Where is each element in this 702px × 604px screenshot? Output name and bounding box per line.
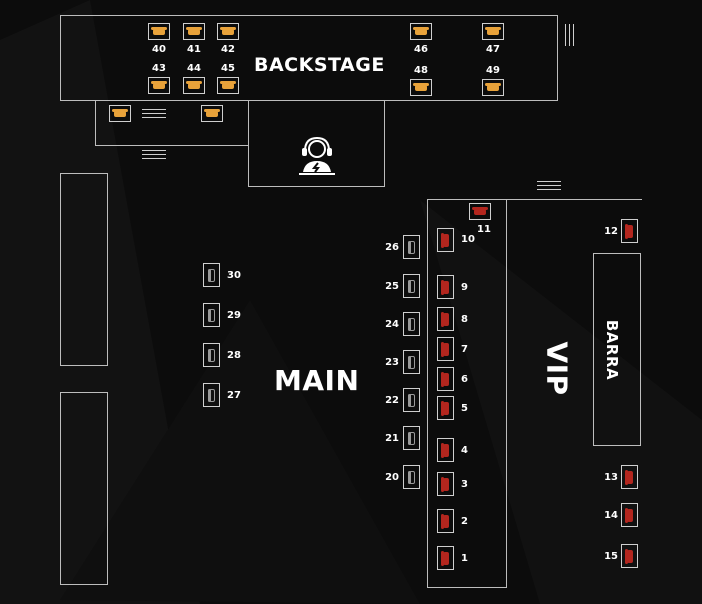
table-21-label: 21 <box>385 433 399 444</box>
table-21[interactable] <box>403 426 420 450</box>
table-27-label: 27 <box>227 390 241 401</box>
table-44[interactable] <box>183 77 205 94</box>
table-45-label: 45 <box>221 63 235 74</box>
table-15[interactable] <box>621 544 638 568</box>
backstage-area <box>60 15 558 101</box>
zone-label-main: MAIN <box>274 364 360 397</box>
table-28-label: 28 <box>227 350 241 361</box>
table-9-label: 9 <box>461 282 468 293</box>
stairs-marker-2 <box>142 150 166 162</box>
table-28[interactable] <box>203 343 220 367</box>
table-49-label: 49 <box>486 65 500 76</box>
annex-seat-left[interactable] <box>109 105 131 122</box>
table-26-label: 26 <box>385 242 399 253</box>
table-20-label: 20 <box>385 472 399 483</box>
table-6[interactable] <box>437 367 454 391</box>
stairs-marker-1 <box>142 109 166 121</box>
table-26[interactable] <box>403 235 420 259</box>
table-24-label: 24 <box>385 319 399 330</box>
table-1-label: 1 <box>461 553 468 564</box>
table-15-label: 15 <box>604 551 618 562</box>
annex-seat-right[interactable] <box>201 105 223 122</box>
table-30[interactable] <box>203 263 220 287</box>
backstage-exit-marker <box>565 24 574 46</box>
table-3[interactable] <box>437 472 454 496</box>
table-48-label: 48 <box>414 65 428 76</box>
table-41[interactable] <box>183 23 205 40</box>
table-22[interactable] <box>403 388 420 412</box>
table-25-label: 25 <box>385 281 399 292</box>
table-14-label: 14 <box>604 510 618 521</box>
table-4-label: 4 <box>461 445 468 456</box>
table-13-label: 13 <box>604 472 618 483</box>
table-12[interactable] <box>621 219 638 243</box>
table-12-label: 12 <box>604 226 618 237</box>
left-area-top <box>60 173 108 366</box>
table-29-label: 29 <box>227 310 241 321</box>
table-23[interactable] <box>403 350 420 374</box>
table-7[interactable] <box>437 337 454 361</box>
table-47-label: 47 <box>486 44 500 55</box>
table-29[interactable] <box>203 303 220 327</box>
barra-counter <box>593 253 641 446</box>
table-40[interactable] <box>148 23 170 40</box>
table-43[interactable] <box>148 77 170 94</box>
table-20[interactable] <box>403 465 420 489</box>
table-22-label: 22 <box>385 395 399 406</box>
table-10[interactable] <box>437 228 454 252</box>
table-48[interactable] <box>410 79 432 96</box>
table-10-label: 10 <box>461 234 475 245</box>
table-30-label: 30 <box>227 270 241 281</box>
table-40-label: 40 <box>152 44 166 55</box>
dj-booth <box>248 100 385 187</box>
table-42-label: 42 <box>221 44 235 55</box>
table-8-label: 8 <box>461 314 468 325</box>
table-3-label: 3 <box>461 479 468 490</box>
table-4[interactable] <box>437 438 454 462</box>
zone-label-vip: VIP <box>540 341 574 396</box>
table-24[interactable] <box>403 312 420 336</box>
table-23-label: 23 <box>385 357 399 368</box>
table-44-label: 44 <box>187 63 201 74</box>
table-13[interactable] <box>621 465 638 489</box>
table-49[interactable] <box>482 79 504 96</box>
table-46[interactable] <box>410 23 432 40</box>
table-47[interactable] <box>482 23 504 40</box>
table-5[interactable] <box>437 396 454 420</box>
table-41-label: 41 <box>187 44 201 55</box>
table-45[interactable] <box>217 77 239 94</box>
stairs-marker-3 <box>537 181 561 193</box>
vip-column <box>427 199 507 588</box>
zone-label-barra: BARRA <box>603 319 622 381</box>
table-2-label: 2 <box>461 516 468 527</box>
table-11-label: 11 <box>477 224 491 235</box>
table-6-label: 6 <box>461 374 468 385</box>
table-14[interactable] <box>621 503 638 527</box>
table-7-label: 7 <box>461 344 468 355</box>
table-8[interactable] <box>437 307 454 331</box>
table-27[interactable] <box>203 383 220 407</box>
table-9[interactable] <box>437 275 454 299</box>
table-5-label: 5 <box>461 403 468 414</box>
left-area-bottom <box>60 392 108 585</box>
table-46-label: 46 <box>414 44 428 55</box>
table-42[interactable] <box>217 23 239 40</box>
dj-headphones-icon <box>299 136 335 175</box>
vip-top-edge <box>506 199 642 200</box>
zone-label-backstage: BACKSTAGE <box>254 54 385 76</box>
table-1[interactable] <box>437 546 454 570</box>
table-11[interactable] <box>469 203 491 220</box>
table-25[interactable] <box>403 274 420 298</box>
table-43-label: 43 <box>152 63 166 74</box>
table-2[interactable] <box>437 509 454 533</box>
